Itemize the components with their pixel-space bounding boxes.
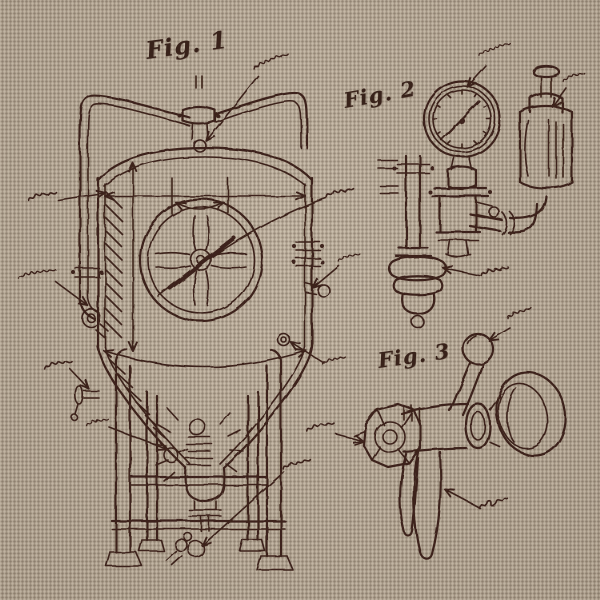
- annotation-scribble: [337, 253, 362, 263]
- manway-wheel: [138, 197, 327, 323]
- racking-valve: [163, 418, 213, 466]
- bell-fitting: [387, 255, 448, 329]
- fig2-annotations: [444, 42, 586, 276]
- annotation-scribble: [17, 268, 57, 280]
- flange-disc: [489, 371, 567, 457]
- annotation-scribble: [43, 360, 74, 370]
- coupler-nut: [353, 402, 422, 469]
- top-bung-fitting: [178, 75, 220, 153]
- manifold-block: [377, 154, 500, 258]
- ball-lever-handle: [448, 332, 495, 417]
- valve-body: [400, 402, 491, 454]
- wheel-handle-rod: [168, 236, 236, 290]
- fig3-annotations: [305, 306, 533, 509]
- fig2-gauge-assembly: [377, 42, 586, 329]
- gauge-ticks: [432, 89, 492, 149]
- safety-cylinder: [518, 64, 574, 190]
- annotation-scribble: [251, 53, 291, 70]
- spout: [398, 450, 442, 560]
- annotation-scribble: [561, 71, 586, 83]
- annotation-scribble: [281, 457, 312, 470]
- side-fittings: [70, 241, 331, 421]
- annotation-scribble: [477, 497, 510, 509]
- annotation-scribble: [477, 42, 513, 57]
- annotation-scribble: [321, 356, 347, 365]
- fig1-fermenter-tank: [17, 53, 362, 571]
- pressure-gauge: [422, 79, 502, 191]
- annotation-scribble: [27, 190, 58, 202]
- wall-hatching: [105, 191, 244, 482]
- gauge-needle: [445, 99, 481, 136]
- annotation-scribble: [479, 265, 510, 276]
- bottom-cone-and-drain: [165, 466, 226, 566]
- annotation-scribble: [505, 306, 533, 319]
- elbow-pipe: [468, 194, 548, 235]
- fig3-tap-valve: [305, 306, 567, 560]
- annotation-scribble: [325, 187, 356, 198]
- wheel-handle-leader: [157, 197, 327, 297]
- annotation-scribble: [85, 418, 110, 427]
- dimension-arrows: [105, 164, 305, 368]
- annotation-scribble: [305, 421, 336, 432]
- top-piping-arch: [71, 91, 309, 321]
- stand-legs: [105, 348, 294, 571]
- fig1-annotations: [17, 53, 362, 545]
